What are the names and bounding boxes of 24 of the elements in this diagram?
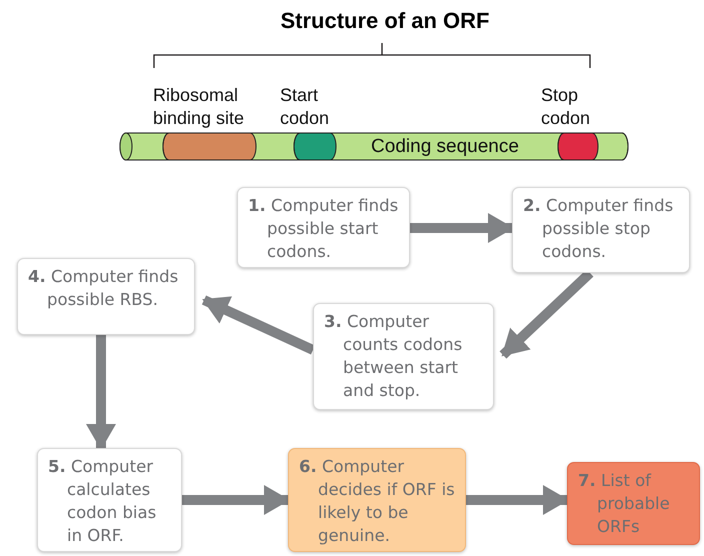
step-text: 7. List of probable ORFs xyxy=(578,470,671,538)
step-box xyxy=(288,448,466,552)
step-text: 4. Computer finds possible RBS. xyxy=(28,266,180,311)
arrow xyxy=(410,213,514,243)
title: Structure of an ORF xyxy=(279,8,490,34)
part-label: Ribosomal binding site xyxy=(153,84,246,130)
step-text: 2. Computer finds possible stop codons. xyxy=(523,195,674,263)
part-label: Stop codon xyxy=(541,84,592,130)
step-text: 5. Computer calculates codon bias in ORF. xyxy=(48,456,158,547)
step-box xyxy=(567,462,700,545)
arrow xyxy=(466,485,569,515)
arrow xyxy=(86,335,116,450)
step-box xyxy=(237,187,410,268)
arrow xyxy=(202,295,316,355)
step-box xyxy=(512,187,690,273)
step-text: 6. Computer decides if ORF is likely to be genuine. xyxy=(299,456,456,547)
arrow xyxy=(182,485,290,515)
step-box xyxy=(37,448,182,552)
step-box xyxy=(17,258,195,335)
segment-label: Coding sequence xyxy=(370,135,520,159)
step-box xyxy=(313,303,494,410)
step-text: 3. Computer counts codons between start and stop. xyxy=(324,311,464,402)
part-label: Start codon xyxy=(280,84,330,130)
step-text: 1. Computer finds possible start codons. xyxy=(248,195,400,263)
